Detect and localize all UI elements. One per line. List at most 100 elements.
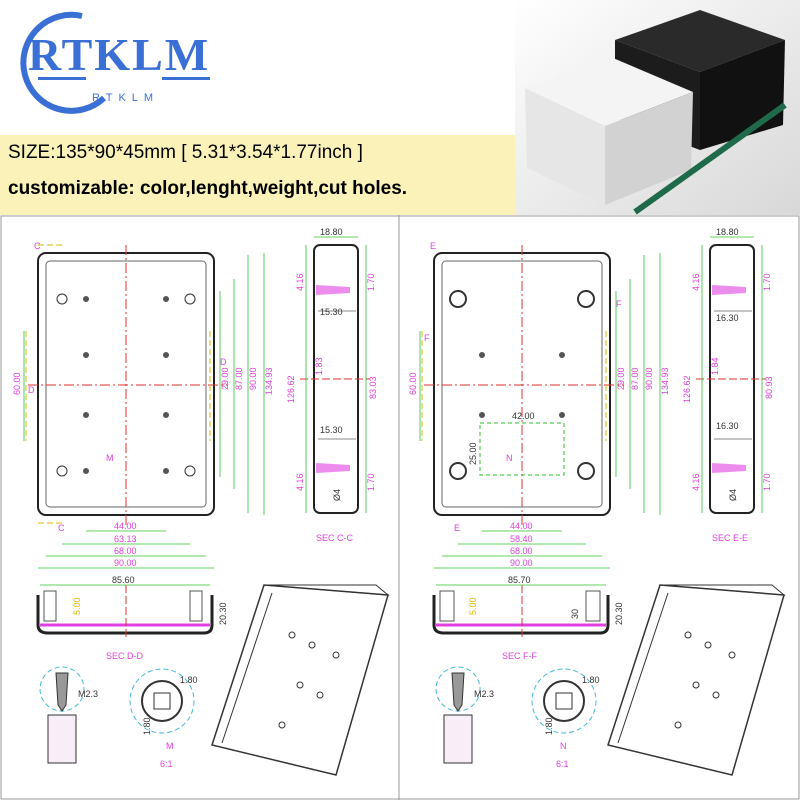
right-horizontal-dim-lines — [434, 530, 610, 569]
right-dim-h10: 80.93 — [764, 376, 774, 399]
right-dim-h4: 1.84 — [710, 357, 720, 375]
right-dim-w5: 85.70 — [508, 575, 531, 585]
left-tag-m: M — [106, 453, 114, 463]
left-tag-c-top: C — [34, 241, 41, 251]
right-screw-label: M2.3 — [474, 689, 494, 699]
right-dim-w1: 44.00 — [510, 521, 533, 531]
right-dim-v4: 134.93 — [660, 367, 670, 395]
left-screw-label: M2.3 — [78, 689, 98, 699]
header-banner: RTKLM RTKLM SIZE:135*90*45mm [ 5.31*3.54… — [0, 0, 800, 215]
left-dim-h6: 4.16 — [295, 473, 305, 491]
left-dim-w1: 44.00 — [114, 521, 137, 531]
left-section-bottom-label: SEC D-D — [106, 651, 144, 661]
right-vertical-dim-lines — [419, 253, 661, 515]
left-dim-d1: 5.00 — [72, 597, 82, 615]
right-side-dim-lines — [701, 236, 763, 513]
right-dim-d2: 20.30 — [614, 602, 624, 625]
right-dim-w2: 58.40 — [510, 534, 533, 544]
left-horizontal-dim-lines — [38, 530, 214, 569]
right-dim-top-width: 18.80 — [716, 227, 739, 237]
right-dim-h6: 4.16 — [691, 473, 701, 491]
left-bottom-section — [36, 585, 214, 639]
right-tag-e-bottom: E — [454, 523, 460, 533]
right-dim-v1: 29.00 — [616, 367, 626, 390]
left-screw-detail — [39, 666, 85, 764]
left-tag-d-right: D — [220, 357, 227, 367]
left-tag-c-bottom: C — [58, 523, 65, 533]
white-box-photo — [525, 58, 693, 205]
right-dim-w4: 90.00 — [510, 558, 533, 568]
right-dim-h7: Ø4 — [728, 489, 738, 501]
logo-swoosh-icon — [20, 11, 107, 114]
right-dim-v5: 60.00 — [408, 372, 418, 395]
left-drawing-panel: C C D D M 29.00 87.00 90.00 134.93 60.00… — [12, 227, 390, 776]
right-tag-n: N — [506, 453, 513, 463]
right-tag-f-right: F — [616, 299, 622, 309]
right-dim-v2: 87.00 — [630, 367, 640, 390]
right-dim-h8: 1.70 — [762, 473, 772, 491]
right-dim-w3: 68.00 — [510, 546, 533, 556]
left-dim-v5: 60.00 — [12, 372, 22, 395]
right-isometric-view — [607, 584, 786, 776]
right-dim-h3: 16.30 — [716, 313, 739, 323]
right-detail-dim-1: 1.80 — [582, 675, 600, 685]
left-detail-scale: 6:1 — [160, 759, 173, 769]
right-section-bottom-label: SEC F-F — [502, 651, 538, 661]
right-dim-d3: 30 — [570, 609, 580, 619]
right-dim-inner-w: 42.00 — [512, 411, 535, 421]
left-section-side-label: SEC C-C — [316, 533, 354, 543]
logo-rule-right — [162, 77, 210, 80]
customizable-text: customizable: color,lenght,weight,cut ho… — [8, 178, 408, 199]
right-side-section — [696, 244, 766, 514]
left-dim-v2: 87.00 — [234, 367, 244, 390]
logo-subtext: RTKLM — [92, 92, 160, 104]
right-section-side-label: SEC E-E — [712, 533, 748, 543]
pencil-photo — [633, 102, 787, 215]
right-boss-detail — [531, 668, 597, 734]
left-dim-v3: 90.00 — [248, 367, 258, 390]
left-dim-h2: 1.70 — [366, 273, 376, 291]
left-detail-dim-2: 1.80 — [142, 717, 152, 735]
right-bottom-section — [432, 585, 610, 639]
right-screw-detail — [435, 666, 481, 764]
left-dim-h10: 83.03 — [368, 376, 378, 399]
right-detail-dim-2: 1.80 — [544, 717, 554, 735]
logo-text: RTKLM — [28, 29, 211, 80]
right-dim-h1: 4.16 — [691, 273, 701, 291]
right-detail-tag: N — [560, 741, 567, 751]
right-top-view — [421, 245, 624, 525]
left-boss-detail — [129, 668, 195, 734]
left-side-dim-lines — [305, 236, 367, 513]
left-dim-h8: 1.70 — [366, 473, 376, 491]
technical-drawings: C C D D M 29.00 87.00 90.00 134.93 60.00… — [0, 215, 800, 800]
left-detail-tag: M — [166, 741, 174, 751]
left-dim-w3: 68.00 — [114, 546, 137, 556]
left-detail-dim-1: 1.80 — [180, 675, 198, 685]
left-dim-h5: 15.30 — [320, 425, 343, 435]
left-dim-h4: 1.83 — [314, 357, 324, 375]
left-dim-v4: 134.93 — [264, 367, 274, 395]
left-dim-w4: 90.00 — [114, 558, 137, 568]
left-top-view — [25, 244, 228, 525]
left-tag-d-left: D — [28, 385, 35, 395]
left-side-section — [300, 244, 370, 514]
left-isometric-view — [211, 584, 390, 776]
logo-area: RTKLM RTKLM — [0, 0, 515, 135]
left-dim-h7: Ø4 — [332, 489, 342, 501]
right-dim-inner-h: 25.00 — [468, 442, 478, 465]
right-tag-e-top: E — [430, 241, 436, 251]
right-detail-scale: 6:1 — [556, 759, 569, 769]
right-dim-d1: 5.00 — [468, 597, 478, 615]
left-dim-h1: 4.16 — [295, 273, 305, 291]
logo-rule-left — [38, 77, 86, 80]
right-tag-f-left: F — [424, 333, 430, 343]
left-dim-w2: 63.13 — [114, 534, 137, 544]
left-dim-d2: 20.30 — [218, 602, 228, 625]
right-drawing-panel: E E F F N 42.00 25.00 29.00 87.00 90.00 … — [408, 227, 786, 776]
right-dim-h9: 126.62 — [682, 375, 692, 403]
left-dim-top-width: 18.80 — [320, 227, 343, 237]
product-photo — [515, 0, 800, 215]
right-dim-v3: 90.00 — [644, 367, 654, 390]
left-dim-h9: 126.62 — [286, 375, 296, 403]
